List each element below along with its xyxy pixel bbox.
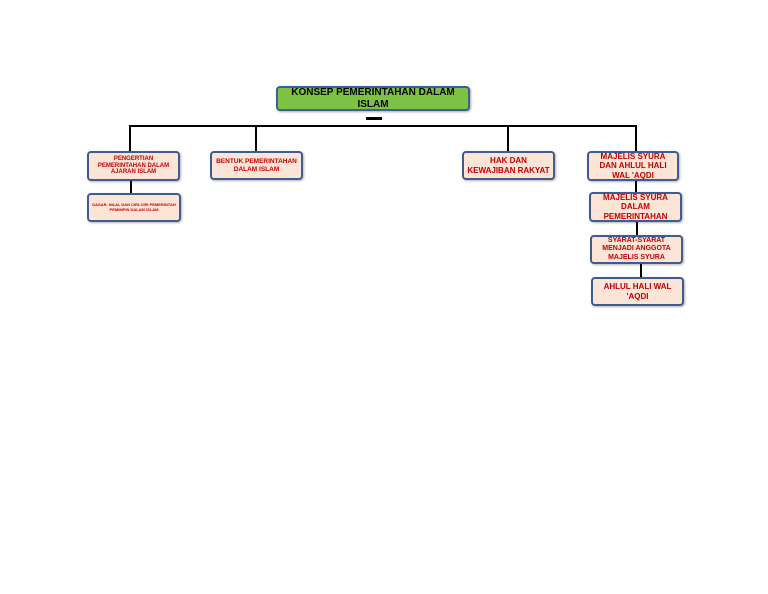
child-node-label: MAJELIS SYURA DALAM PEMERINTAHAN: [603, 193, 668, 221]
branch-drop-2: [255, 125, 257, 152]
child-node-syarat-anggota: SYARAT-SYARAT MENJADI ANGGOTA MAJELIS SY…: [590, 235, 683, 264]
child-connector-4c: [640, 263, 642, 277]
branch-drop-4: [635, 125, 637, 152]
branch-node-bentuk: BENTUK PEMERINTAHAN DALAM ISLAM: [210, 151, 303, 180]
root-connector-dash: [366, 117, 382, 120]
branch-node-label: PENGERTIAN PEMERINTAHAN DALAM AJARAN ISL…: [97, 155, 170, 176]
branch-node-label: MAJELIS SYURA DAN AHLUL HALI WAL 'AQDI: [599, 152, 667, 180]
child-node-label: SYARAT-SYARAT MENJADI ANGGOTA MAJELIS SY…: [602, 237, 671, 261]
branch-node-majelis-syura: MAJELIS SYURA DAN AHLUL HALI WAL 'AQDI: [587, 151, 679, 181]
branch-node-hak-kewajiban: HAK DAN KEWAJIBAN RAKYAT: [462, 151, 555, 180]
root-node-label: KONSEP PEMERINTAHAN DALAM ISLAM: [291, 87, 455, 110]
child-node-majelis-pemerintahan: MAJELIS SYURA DALAM PEMERINTAHAN: [589, 192, 682, 222]
branch-node-label: BENTUK PEMERINTAHAN DALAM ISLAM: [216, 158, 297, 173]
branch-drop-1: [129, 125, 131, 152]
child-node-label: AHLUL HALI WAL 'AQDI: [603, 282, 672, 301]
child-node-dasar-nilai: DASAR, NILAI, DAN CIRI-CIRI PEMERINTAH P…: [87, 193, 181, 222]
child-node-ahlul-hali: AHLUL HALI WAL 'AQDI: [591, 277, 684, 306]
branch-node-pengertian: PENGERTIAN PEMERINTAHAN DALAM AJARAN ISL…: [87, 151, 180, 181]
branch-node-label: HAK DAN KEWAJIBAN RAKYAT: [467, 156, 550, 175]
child-connector-4a: [635, 180, 637, 193]
root-node: KONSEP PEMERINTAHAN DALAM ISLAM: [276, 86, 470, 111]
child-node-label: DASAR, NILAI, DAN CIRI-CIRI PEMERINTAH P…: [92, 201, 176, 212]
branch-drop-3: [507, 125, 509, 152]
branch-bus-line: [129, 125, 637, 127]
child-connector-4b: [636, 221, 638, 236]
child-connector-1: [130, 180, 132, 194]
